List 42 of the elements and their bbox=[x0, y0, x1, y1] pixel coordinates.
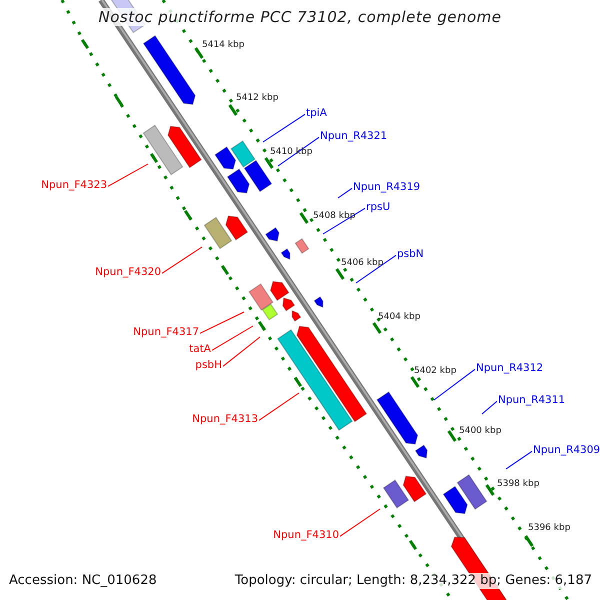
tick-label: 5400 kbp bbox=[459, 426, 502, 437]
gene-label: Npun_R4311 bbox=[498, 394, 566, 407]
leader-line bbox=[262, 114, 306, 142]
tick-label: 5398 kbp bbox=[497, 479, 540, 490]
leader-line bbox=[322, 208, 366, 234]
tick-label: 5406 kbp bbox=[341, 258, 384, 269]
tick-label: 5396 kbp bbox=[528, 523, 570, 534]
gene-label: tatA bbox=[189, 343, 211, 356]
leader-line bbox=[278, 136, 320, 166]
leader-line bbox=[200, 312, 244, 334]
gene-label: Npun_R4321 bbox=[320, 130, 388, 143]
leader-line bbox=[338, 188, 352, 198]
leader-line bbox=[434, 368, 476, 400]
gene-label: tpiA bbox=[306, 107, 327, 120]
leader-line bbox=[258, 392, 300, 421]
gene-label: Npun_F4310 bbox=[273, 529, 339, 542]
map-title: Nostoc punctiforme PCC 73102, complete genome bbox=[98, 8, 502, 26]
accession-text: Accession: NC_010628 bbox=[9, 573, 157, 589]
gene-label: Npun_F4320 bbox=[95, 266, 161, 279]
gene-label: Npun_R4312 bbox=[476, 362, 544, 375]
gene-label: Npun_F4317 bbox=[133, 326, 199, 339]
tick-label: 5404 kbp bbox=[378, 312, 420, 323]
leader-line bbox=[506, 450, 532, 470]
leader-line bbox=[212, 326, 254, 351]
leader-line bbox=[222, 336, 260, 367]
gene-label: psbH bbox=[195, 359, 222, 372]
leader-line bbox=[340, 508, 380, 537]
leader-line bbox=[108, 164, 148, 187]
tick-label: 5402 kbp bbox=[414, 366, 456, 377]
leader-line bbox=[162, 246, 202, 274]
tick-label: 5410 kbp bbox=[270, 147, 312, 158]
tick-label: 5412 kbp bbox=[236, 93, 278, 104]
gene-label: Npun_R4309 bbox=[533, 444, 600, 457]
gene-label: Npun_F4313 bbox=[192, 413, 258, 426]
gene-label: Npun_F4323 bbox=[41, 179, 107, 192]
leader-line bbox=[482, 400, 498, 414]
gene-label: psbN bbox=[397, 248, 424, 261]
gene-label: rpsU bbox=[366, 201, 390, 214]
tick-label: 5414 kbp bbox=[202, 40, 244, 51]
gene-label: Npun_R4319 bbox=[353, 181, 420, 194]
genome-summary: Topology: circular; Length: 8,234,322 bp; Genes: 6,187 bbox=[234, 573, 592, 589]
leader-line bbox=[356, 254, 396, 284]
